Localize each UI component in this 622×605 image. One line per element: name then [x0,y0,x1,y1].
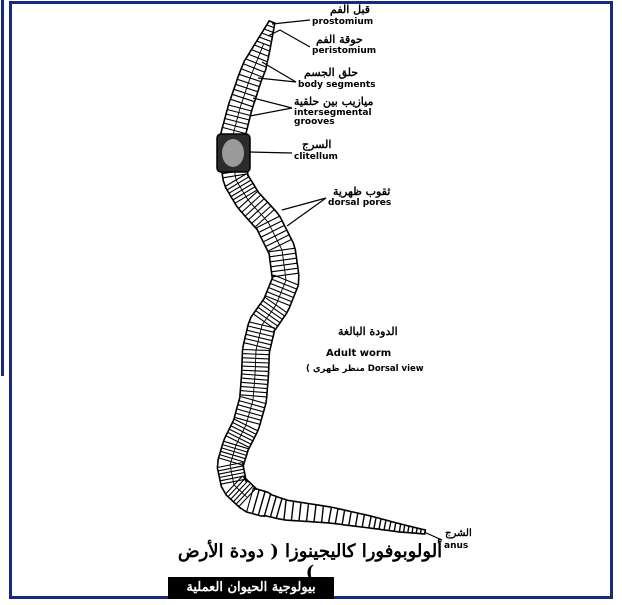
leader-line [253,98,292,108]
leader-line [268,30,310,47]
svg-text:clitellum: clitellum [294,152,338,162]
label-body-segments: حلق الجسم body segments [298,66,376,90]
leader-line [424,532,442,540]
label-dorsal-pores: ثقوب ظهرية dorsal pores [328,185,391,208]
leader-line [282,198,326,210]
svg-text:حوقة الفم: حوقة الفم [316,33,363,46]
svg-text:peristomium: peristomium [312,46,376,56]
svg-text:السرج: السرج [302,138,331,151]
label-intersegmental-grooves: ميازيب بين حلقية intersegmental grooves [294,95,373,127]
svg-text:ثقوب ظهرية: ثقوب ظهرية [333,185,390,198]
leader-line [272,20,310,24]
svg-text:ميازيب بين حلقية: ميازيب بين حلقية [294,95,373,108]
svg-text:dorsal pores: dorsal pores [328,198,391,208]
svg-text:body segments: body segments [298,80,376,90]
svg-text:grooves: grooves [294,117,335,127]
label-prostomium: قبل الفم prostomium [312,3,373,27]
svg-text:الدودة البالغة: الدودة البالغة [338,325,398,338]
course-banner: بيولوجية الحيوان العملية [168,577,334,599]
svg-text:حلق الجسم: حلق الجسم [304,66,358,79]
worm-title: الدودة البالغة Adult worm ( منظر ظهري Do… [306,325,424,374]
svg-text:( منظر ظهري Dorsal view: ( منظر ظهري Dorsal view [306,364,424,374]
label-anus: الشرج anus [444,528,472,551]
label-clitellum: السرج clitellum [294,138,338,162]
clitellum-highlight [222,139,244,167]
leader-line [250,152,292,153]
svg-text:Adult worm: Adult worm [326,348,391,359]
intersegmental-groove-line [416,528,417,533]
leader-line [287,198,326,226]
label-peristomium: حوقة الفم peristomium [312,33,376,56]
leader-line [250,108,292,116]
svg-text:الشرج: الشرج [445,528,472,539]
clitellum-band [217,134,250,172]
intersegmental-groove-line [412,527,413,533]
svg-text:prostomium: prostomium [312,17,373,27]
intersegmental-groove-line [421,529,422,534]
svg-text:قبل الفم: قبل الفم [330,3,370,16]
